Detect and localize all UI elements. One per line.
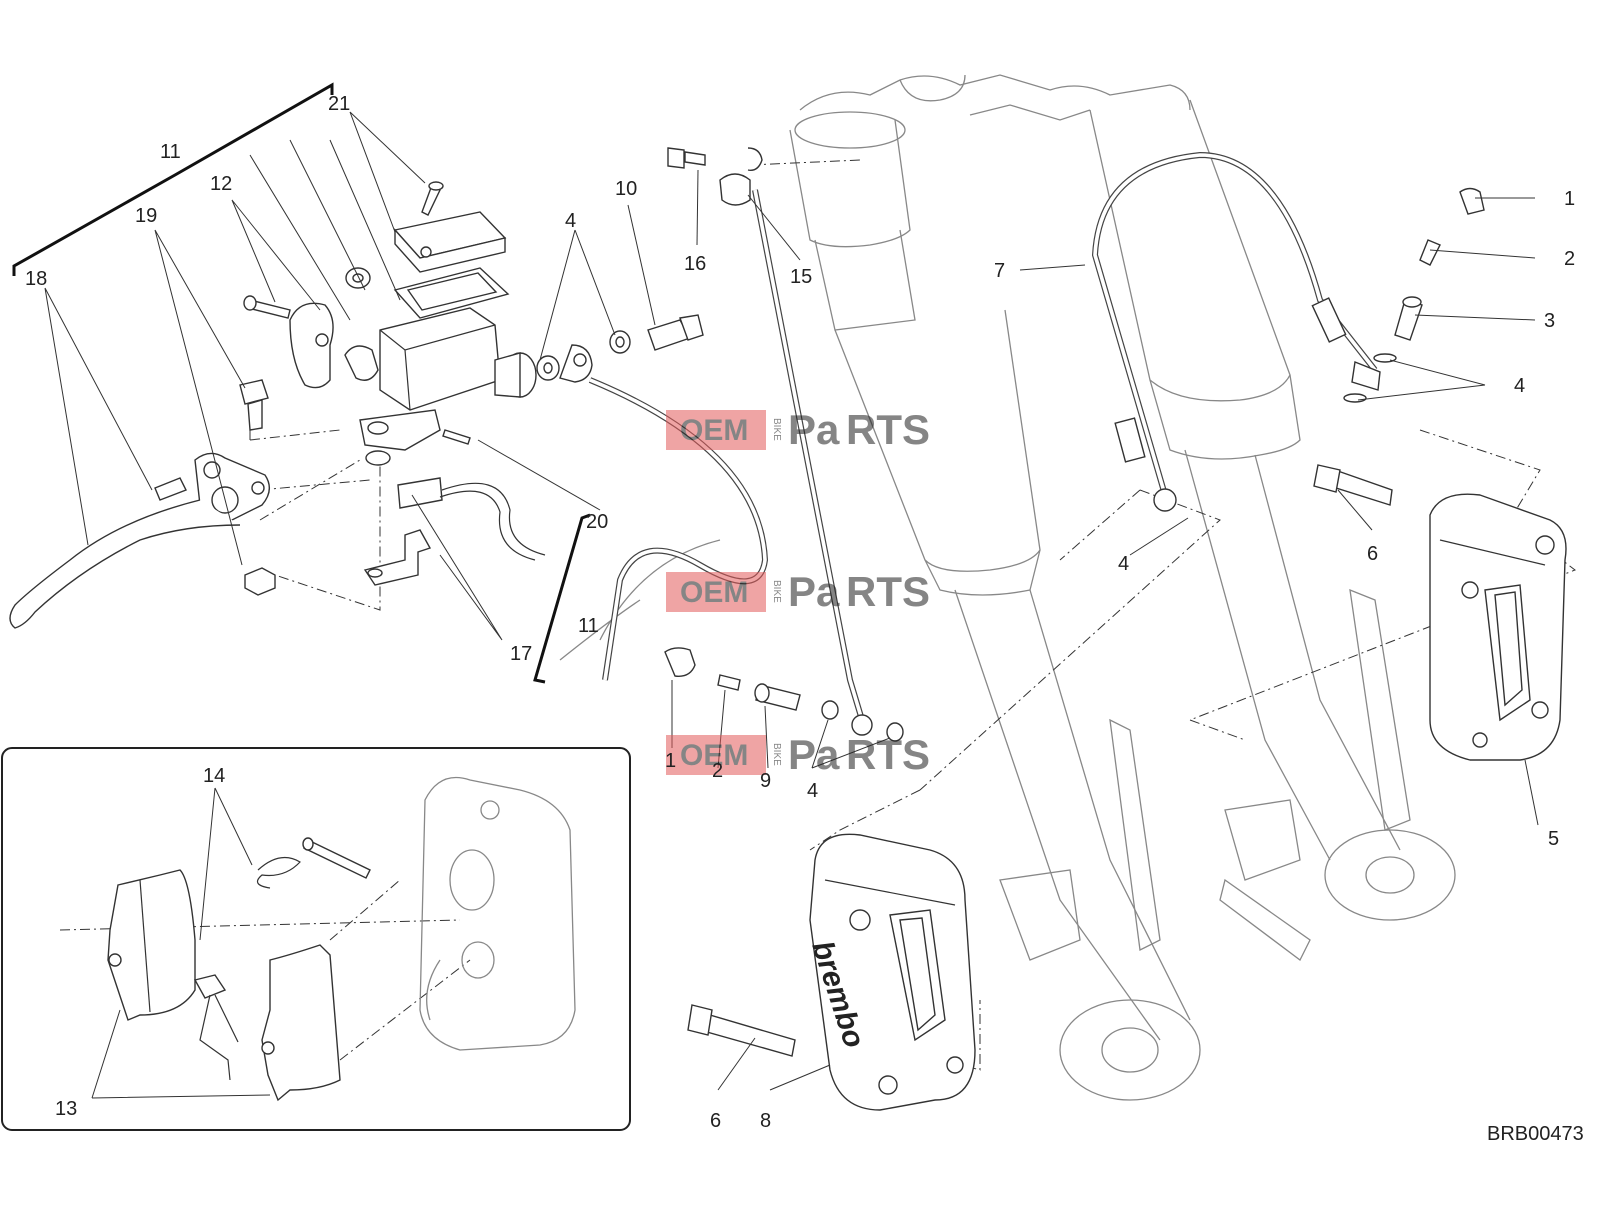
callout-label: 9 bbox=[760, 770, 771, 792]
callout-label: 15 bbox=[790, 266, 812, 288]
watermark-bottom: OEM BIKE Pa RTS bbox=[666, 731, 930, 778]
callouts: 11 21 12 19 18 4 10 16 15 7 1 2 3 4 6 4 … bbox=[25, 93, 1584, 1145]
front-fork bbox=[559, 74, 1456, 1101]
watermarks: OEM BIKE Pa RTS OEM BIKE Pa RTS OEM BIKE… bbox=[666, 406, 930, 778]
callout-label: 4 bbox=[807, 780, 818, 802]
brake-hose-7 bbox=[1091, 151, 1381, 512]
watermark-rts-text: RTS bbox=[846, 568, 930, 615]
watermark-pa-text: Pa bbox=[788, 568, 840, 615]
reference-code: BRB00473 bbox=[1487, 1123, 1584, 1145]
callout-label: 2 bbox=[1564, 248, 1575, 270]
watermark-bike-text: BIKE bbox=[771, 580, 782, 603]
callout-label: 12 bbox=[210, 173, 232, 195]
bleeder-set-left bbox=[664, 147, 904, 742]
callout-label: 6 bbox=[1367, 543, 1378, 565]
callout-label: 5 bbox=[1548, 828, 1559, 850]
callout-label: 1 bbox=[1564, 188, 1575, 210]
callout-label: 4 bbox=[1118, 553, 1129, 575]
callout-label: 21 bbox=[328, 93, 350, 115]
callout-label: 1 bbox=[665, 750, 676, 772]
callout-label: 16 bbox=[684, 253, 706, 275]
leader-lines bbox=[44, 111, 1539, 1099]
callout-label: 11 bbox=[160, 141, 181, 163]
callout-label: 11 bbox=[578, 615, 599, 637]
watermark-rts-text: RTS bbox=[846, 731, 930, 778]
callout-label: 7 bbox=[994, 260, 1005, 282]
callout-label: 17 bbox=[510, 643, 532, 665]
watermark-top: OEM BIKE Pa RTS bbox=[666, 406, 930, 453]
callout-label: 20 bbox=[586, 511, 608, 533]
master-cylinder bbox=[9, 181, 704, 629]
callout-label: 6 bbox=[710, 1110, 721, 1132]
caliper-left: brembo bbox=[687, 833, 976, 1111]
callout-label: 10 bbox=[615, 178, 637, 200]
callout-label: 14 bbox=[203, 765, 225, 787]
callout-label: 2 bbox=[712, 760, 723, 782]
watermark-oem-text: OEM bbox=[680, 414, 748, 447]
callout-label: 3 bbox=[1544, 310, 1555, 332]
watermark-pa-text: Pa bbox=[788, 406, 840, 453]
group-brackets bbox=[12, 82, 591, 684]
callout-label: 4 bbox=[1514, 375, 1525, 397]
caliper-right bbox=[1313, 464, 1567, 761]
brake-hose-left-fork bbox=[752, 189, 873, 736]
watermark-pa-text: Pa bbox=[788, 731, 840, 778]
watermark-middle: OEM BIKE Pa RTS bbox=[666, 568, 930, 615]
watermark-bike-text: BIKE bbox=[771, 743, 782, 766]
callout-label: 18 bbox=[25, 268, 47, 290]
watermark-oem-text: OEM bbox=[680, 576, 748, 609]
callout-label: 13 bbox=[55, 1098, 77, 1120]
callout-label: 19 bbox=[135, 205, 157, 227]
watermark-oem-text: OEM bbox=[680, 739, 748, 772]
watermark-bike-text: BIKE bbox=[771, 418, 782, 441]
pad-detail-inset bbox=[1, 747, 631, 1131]
callout-label: 8 bbox=[760, 1110, 771, 1132]
watermark-rts-text: RTS bbox=[846, 406, 930, 453]
callout-label: 4 bbox=[565, 210, 576, 232]
